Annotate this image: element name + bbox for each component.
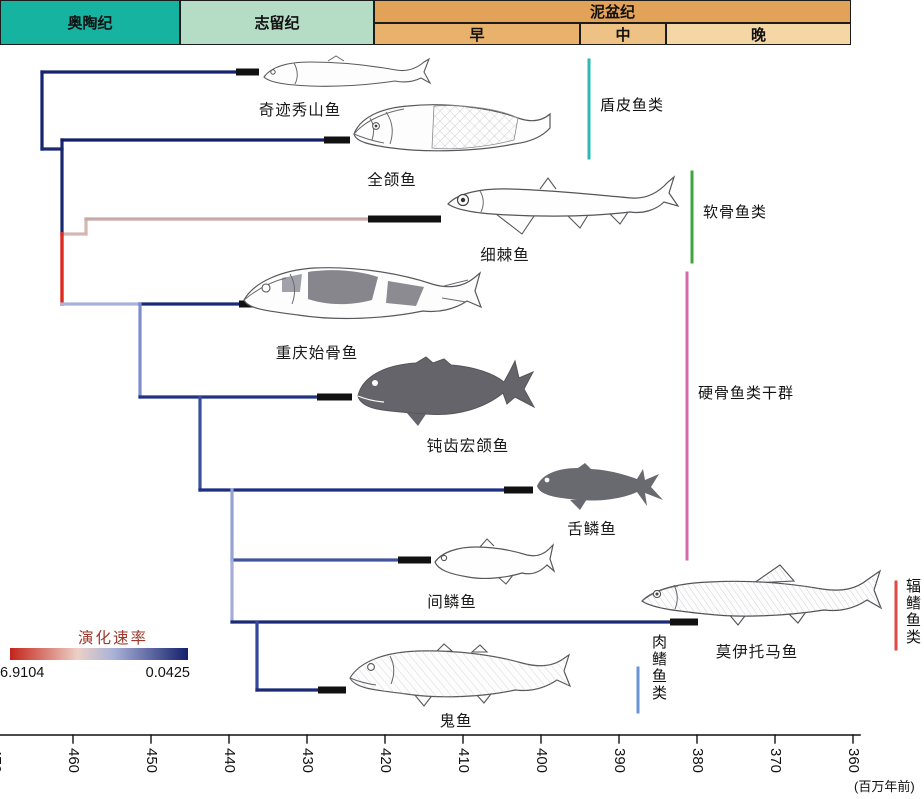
fish-illustration-xijiyu bbox=[440, 174, 680, 238]
group-label-1: 软骨鱼类 bbox=[703, 204, 768, 221]
fish-illustration-guiyu bbox=[344, 642, 574, 708]
group-label-3: 辐鳍鱼类 bbox=[904, 578, 921, 646]
axis-tick-label-1: 460 bbox=[64, 748, 82, 774]
fossil-range-bar-0 bbox=[236, 68, 259, 76]
axis-tick-label-9: 380 bbox=[688, 748, 706, 774]
fish-illustration-shelinyu bbox=[532, 460, 672, 512]
group-label-2: 硬骨鱼类干群 bbox=[698, 385, 795, 402]
taxon-label-0: 奇迹秀山鱼 bbox=[258, 102, 342, 119]
axis-tick-label-5: 420 bbox=[376, 748, 394, 774]
fish-illustration-moyituomayu bbox=[636, 563, 888, 633]
axis-tick-label-10: 370 bbox=[766, 748, 784, 774]
taxon-label-3: 重庆始骨鱼 bbox=[275, 345, 359, 362]
fossil-range-bar-2 bbox=[368, 215, 441, 223]
fish-illustration-chongqingshiguyu bbox=[236, 258, 486, 338]
legend-max-value: 6.9104 bbox=[0, 665, 45, 681]
fish-illustration-xiushanyu bbox=[258, 53, 433, 97]
taxon-label-8: 鬼鱼 bbox=[439, 713, 473, 730]
legend-gradient-bar bbox=[10, 648, 188, 660]
fossil-range-bar-7 bbox=[670, 618, 698, 626]
axis-tick-label-6: 410 bbox=[454, 748, 472, 774]
fish-illustration-dunchihonghanyu bbox=[352, 356, 567, 430]
axis-tick-label-3: 440 bbox=[220, 748, 238, 774]
fish-illustration-jianlinyu bbox=[430, 536, 558, 586]
fossil-range-bar-6 bbox=[398, 556, 431, 564]
fossil-range-bar-4 bbox=[317, 393, 352, 401]
taxon-label-4: 钝齿宏颌鱼 bbox=[426, 438, 510, 455]
taxon-label-2: 细棘鱼 bbox=[480, 247, 530, 264]
fossil-range-bar-5 bbox=[504, 486, 533, 494]
taxon-label-5: 舌鳞鱼 bbox=[567, 521, 617, 538]
axis-tick-label-8: 390 bbox=[610, 748, 628, 774]
taxon-label-7: 莫伊托马鱼 bbox=[715, 644, 799, 661]
subperiod-late: 晚 bbox=[666, 23, 851, 45]
group-label-4: 肉鳍鱼类 bbox=[650, 634, 667, 702]
axis-tick-label-11: 360 bbox=[844, 748, 862, 774]
legend-min-value: 0.0425 bbox=[145, 665, 190, 681]
period-silurian: 志留纪 bbox=[180, 0, 374, 45]
fossil-range-bar-1 bbox=[324, 136, 350, 144]
taxon-label-6: 间鳞鱼 bbox=[427, 594, 477, 611]
subperiod-early: 早 bbox=[374, 23, 580, 45]
axis-tick-label-4: 430 bbox=[298, 748, 316, 774]
subperiod-middle: 中 bbox=[580, 23, 666, 45]
axis-tick-label-0: 470 bbox=[0, 748, 4, 774]
axis-unit-label: (百万年前) bbox=[854, 779, 915, 794]
taxon-label-1: 全颌鱼 bbox=[367, 172, 417, 189]
fossil-range-bar-8 bbox=[318, 686, 346, 694]
fish-illustration-quanheyu bbox=[346, 96, 556, 162]
axis-tick-label-7: 400 bbox=[532, 748, 550, 774]
group-label-0: 盾皮鱼类 bbox=[600, 97, 665, 114]
period-ordovician: 奥陶纪 bbox=[0, 0, 180, 45]
period-devonian: 泥盆纪 bbox=[374, 0, 851, 23]
axis-tick-label-2: 450 bbox=[142, 748, 160, 774]
legend-title: 演化速率 bbox=[77, 630, 148, 647]
